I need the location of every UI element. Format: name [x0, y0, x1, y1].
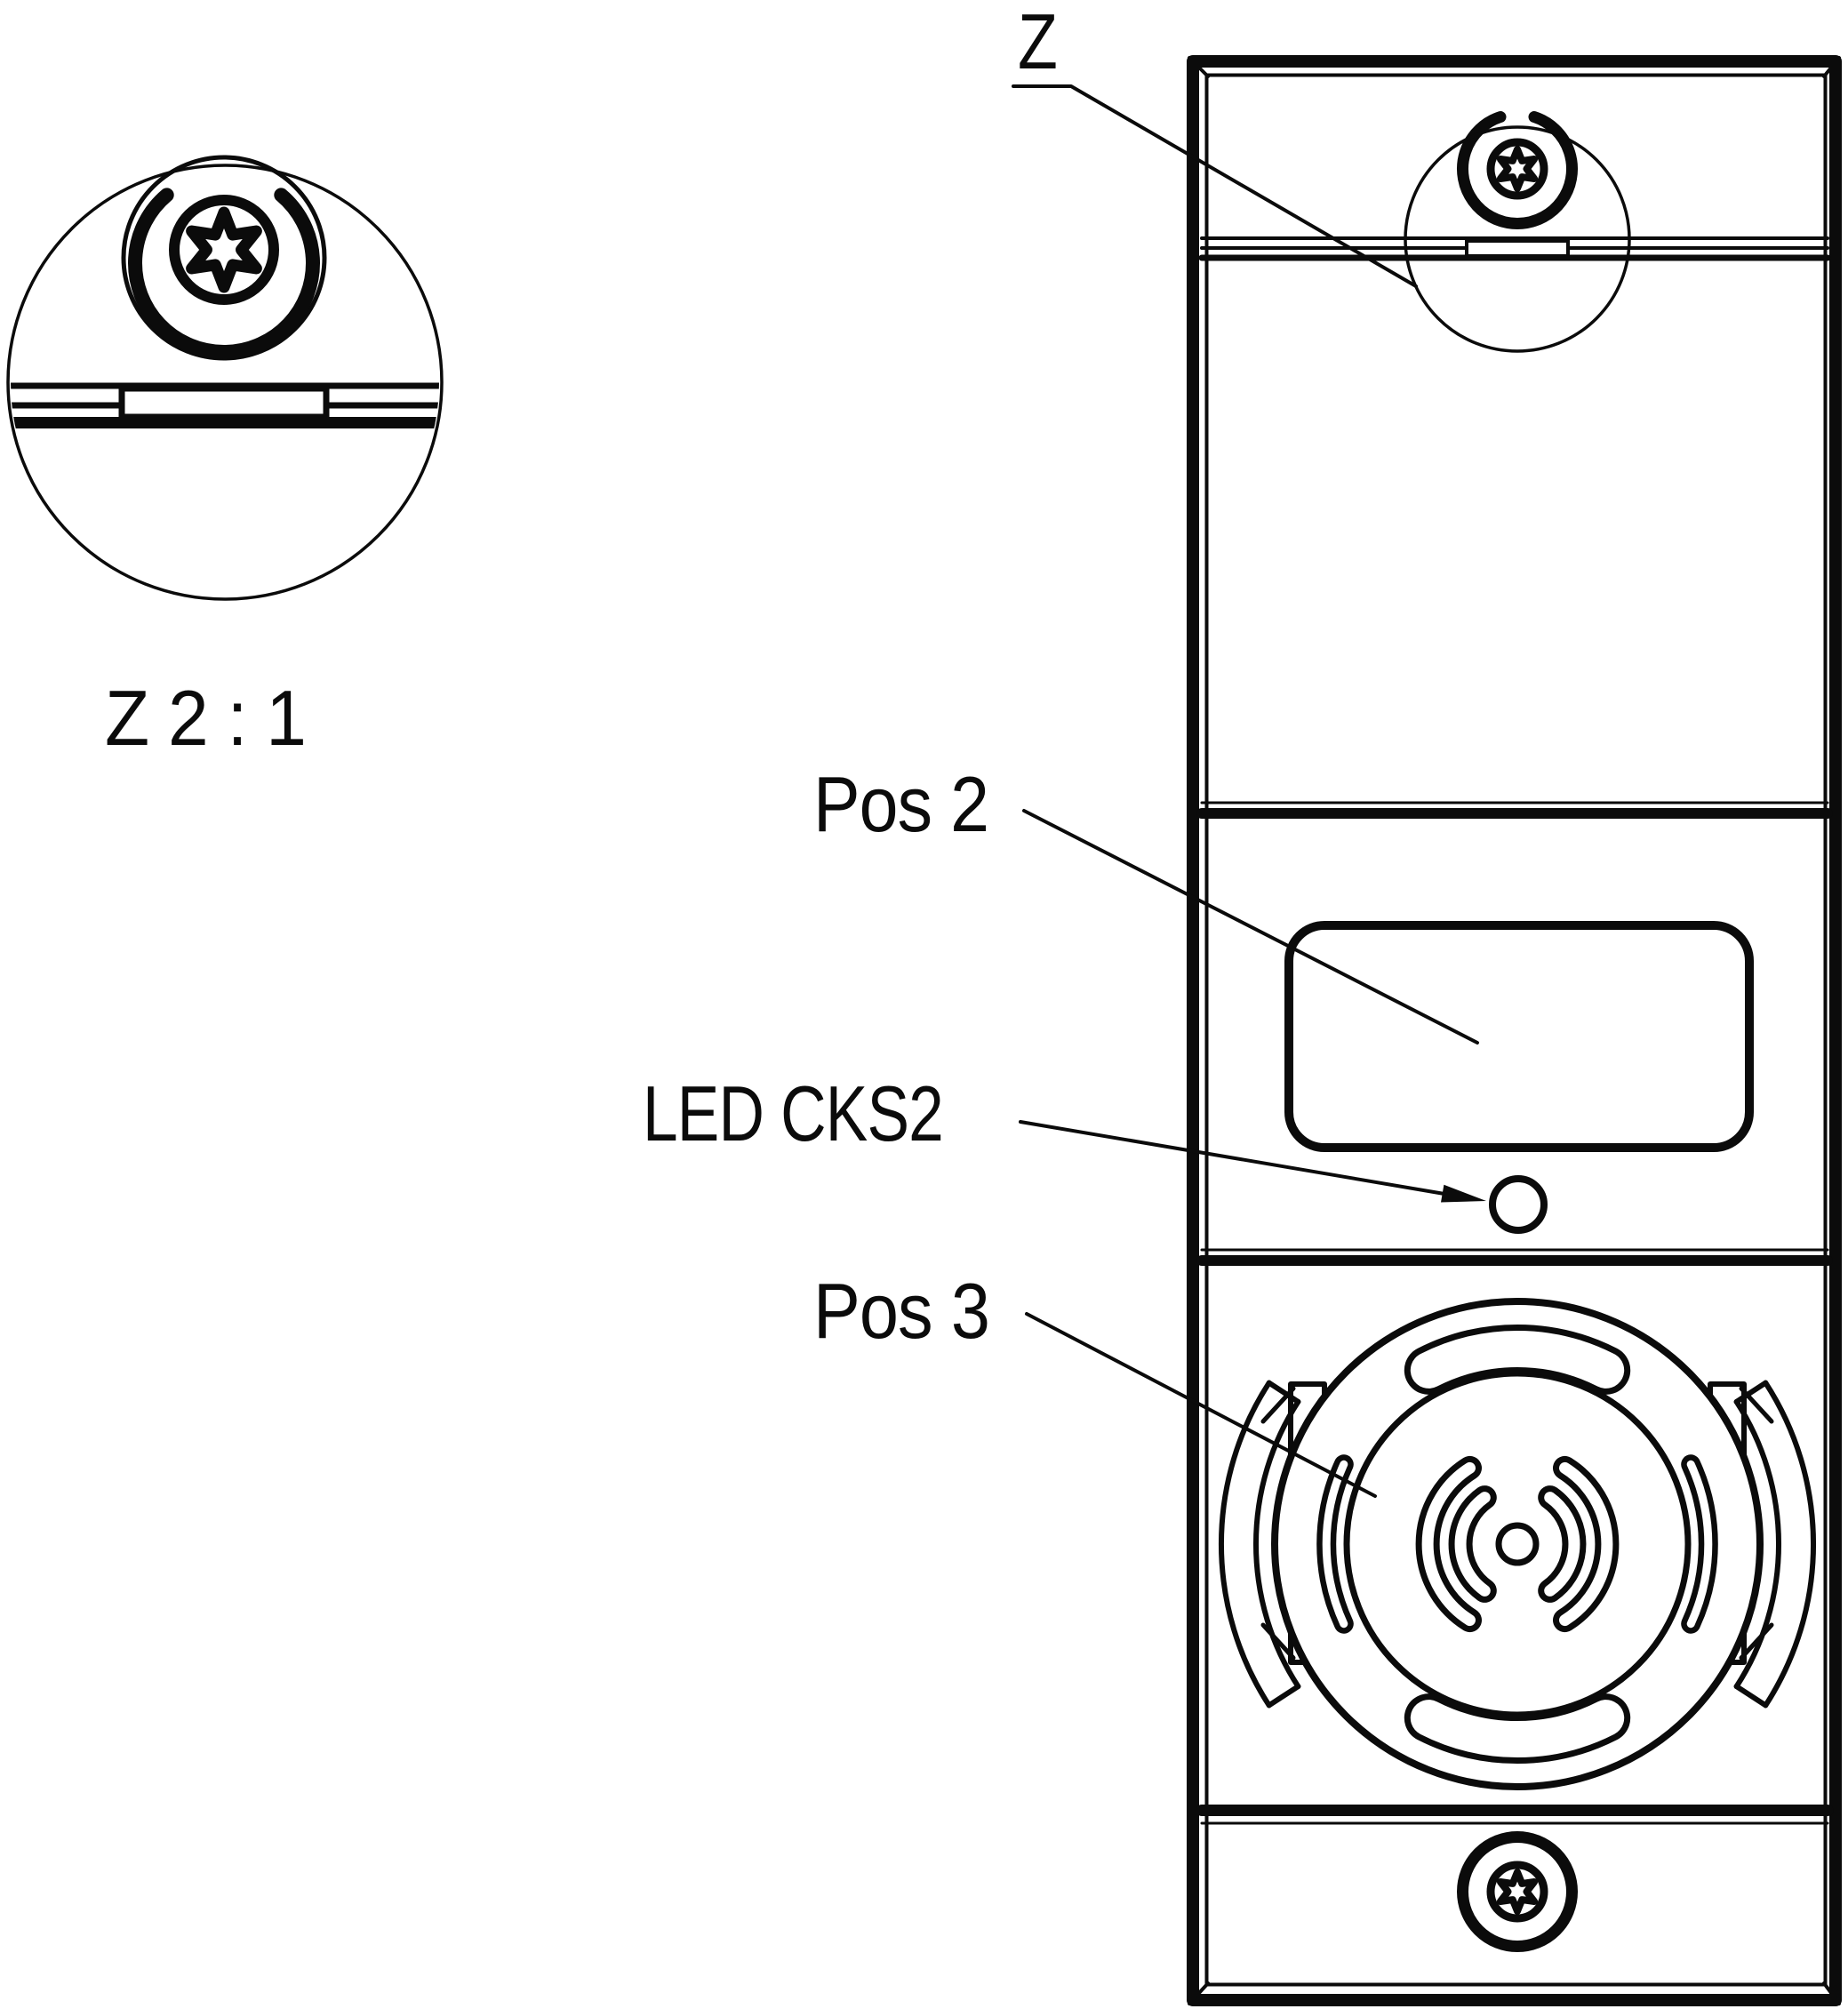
leader-z	[1012, 84, 1418, 288]
detail-view-z	[6, 155, 444, 601]
bottom-screw-head-ring	[1457, 1831, 1578, 1952]
section-divider-4	[1196, 1805, 1834, 1825]
speaker-inner-circle	[1343, 1370, 1692, 1718]
detail-torx-screw	[121, 155, 327, 361]
housing-outer-border	[1187, 55, 1842, 2006]
section-divider-3	[1196, 1248, 1833, 1266]
leader-pos3	[1025, 1312, 1377, 1498]
detail-z-marker-circle	[1404, 125, 1631, 353]
housing-inner-border	[1204, 73, 1828, 1987]
seam-clip-tab	[1465, 239, 1570, 258]
top-screw-head-ring	[1457, 111, 1578, 229]
speaker-left-clip-crescent	[1218, 1380, 1301, 1709]
led-cks2-label: LED CKS2	[643, 1069, 943, 1157]
sound-wave-icon	[1415, 1455, 1620, 1633]
led-cks2-indicator	[1489, 1175, 1548, 1234]
detail-scale-label: Z 2 : 1	[105, 674, 306, 762]
speaker-right-clip-crescent	[1733, 1380, 1817, 1709]
main-view	[1187, 55, 1842, 2006]
detail-callout-label: Z	[1018, 0, 1057, 85]
top-torx-screw	[1457, 111, 1578, 229]
top-torx-star-icon	[1496, 146, 1539, 192]
pos2-label: Pos 2	[813, 760, 988, 848]
top-seam	[1198, 236, 1831, 261]
speaker-vent-slots	[1316, 1325, 1718, 1764]
leader-led-arrowhead-icon	[1441, 1184, 1486, 1203]
leader-lines	[1012, 84, 1486, 1498]
bottom-torx-screw	[1457, 1831, 1578, 1952]
detail-boundary-circle	[6, 164, 444, 601]
detail-clip-tab	[118, 385, 330, 420]
display-window-pos2	[1284, 921, 1754, 1152]
section-divider-2	[1196, 801, 1833, 819]
bottom-torx-star-icon	[1496, 1869, 1539, 1915]
drawing-labels: Z Z 2 : 1 Pos 2 LED CKS2 Pos 3	[105, 0, 1058, 1355]
detail-seam	[11, 382, 439, 428]
leader-led-cks2	[1019, 1120, 1444, 1196]
drawing-ink	[6, 55, 1842, 2006]
pos3-label: Pos 3	[813, 1267, 989, 1355]
speaker-pos3	[1218, 1298, 1817, 1790]
detail-screw-head-ring	[128, 188, 320, 359]
leader-pos2	[1022, 809, 1479, 1045]
detail-torx-star-icon	[186, 206, 262, 293]
